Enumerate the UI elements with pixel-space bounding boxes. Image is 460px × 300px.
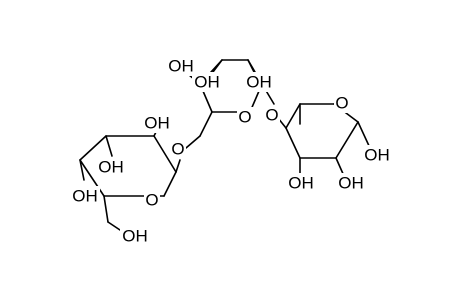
hydroxyl-label: OH <box>122 227 148 246</box>
hydroxyl-label: OH <box>72 187 98 206</box>
glycosidic-oxygen-label: O <box>265 106 278 125</box>
hydroxyl-label: OH <box>364 146 390 165</box>
atom-labels: OH OH OH O O O OH OH OH O OH OH OH O OH <box>70 56 392 246</box>
bond <box>285 103 301 129</box>
right-ring-bonds <box>277 103 371 177</box>
hydroxyl-label: OH <box>168 57 194 76</box>
hydroxyl-label: OH <box>144 114 170 133</box>
bond <box>335 121 359 159</box>
ring-oxygen-label: O <box>335 94 348 113</box>
glycosidic-oxygen-label: O <box>171 140 184 159</box>
bond <box>285 127 301 159</box>
ring-oxygen-label: O <box>145 191 158 210</box>
bond <box>79 135 107 161</box>
hydroxyl-label: OH <box>98 158 124 177</box>
bond <box>153 135 177 173</box>
left-ring-bonds <box>79 131 181 235</box>
bond <box>103 195 109 223</box>
hydroxyl-label: OH <box>246 73 272 92</box>
bond <box>163 171 177 197</box>
bond <box>357 121 371 149</box>
ring-oxygen-label: O <box>238 108 251 127</box>
bond <box>175 159 181 173</box>
hydroxyl-label: OH <box>194 73 220 92</box>
hydroxyl-label: OH <box>288 174 314 193</box>
bond <box>185 135 201 149</box>
bond <box>79 159 85 181</box>
bond <box>105 135 113 157</box>
hydroxyl-label: OH <box>338 174 364 193</box>
bond <box>199 111 213 137</box>
